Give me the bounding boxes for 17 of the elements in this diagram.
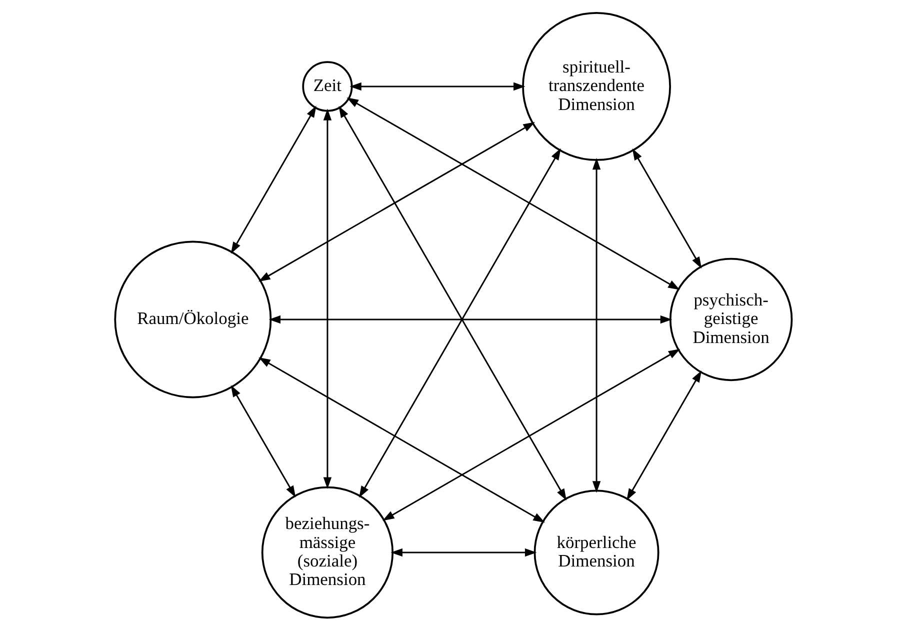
arrow xyxy=(626,370,702,500)
arrow xyxy=(258,122,534,282)
arrow xyxy=(230,385,296,498)
arrow xyxy=(338,106,566,501)
arrow xyxy=(322,108,332,489)
arrow xyxy=(346,98,680,290)
node-circle: psychisch- geistige Dimension xyxy=(668,258,792,382)
arrow xyxy=(592,158,600,493)
arrow xyxy=(268,315,672,324)
arrow xyxy=(382,348,680,521)
arrow xyxy=(358,148,560,498)
arrow xyxy=(349,82,525,91)
node-circle: Zeit xyxy=(302,61,352,112)
arrow xyxy=(390,548,536,557)
arrow xyxy=(258,357,544,523)
arrow xyxy=(230,106,316,254)
arrow xyxy=(632,148,702,269)
